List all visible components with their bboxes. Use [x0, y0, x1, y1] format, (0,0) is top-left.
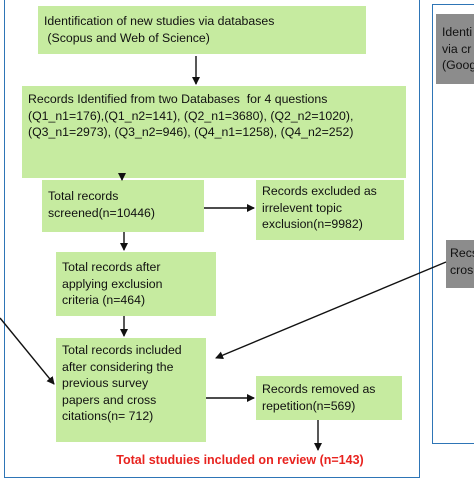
- included-box: Total records included after considering…: [56, 338, 206, 442]
- right-identification-box: Identi via cr (Goog: [436, 14, 474, 84]
- records-identified-box: Records Identified from two Databases fo…: [22, 86, 406, 178]
- screened-box: Total records screened(n=10446): [42, 180, 204, 232]
- arrow-left-edge-to-included: [0, 317, 55, 385]
- removed-box: Records removed as repetition(n=569): [256, 376, 402, 420]
- after-exclusion-box: Total records after applying exclusion c…: [56, 252, 216, 316]
- excluded-box: Records excluded as irrelevent topic exc…: [256, 180, 404, 240]
- identification-box: Identification of new studies via databa…: [38, 6, 366, 54]
- final-total-text: Total studuies included on review (n=143…: [116, 453, 364, 467]
- arrow-right-records-to-included: [215, 261, 447, 359]
- right-records-box: Recs cros: [446, 240, 474, 288]
- right-panel-frame: [432, 4, 474, 444]
